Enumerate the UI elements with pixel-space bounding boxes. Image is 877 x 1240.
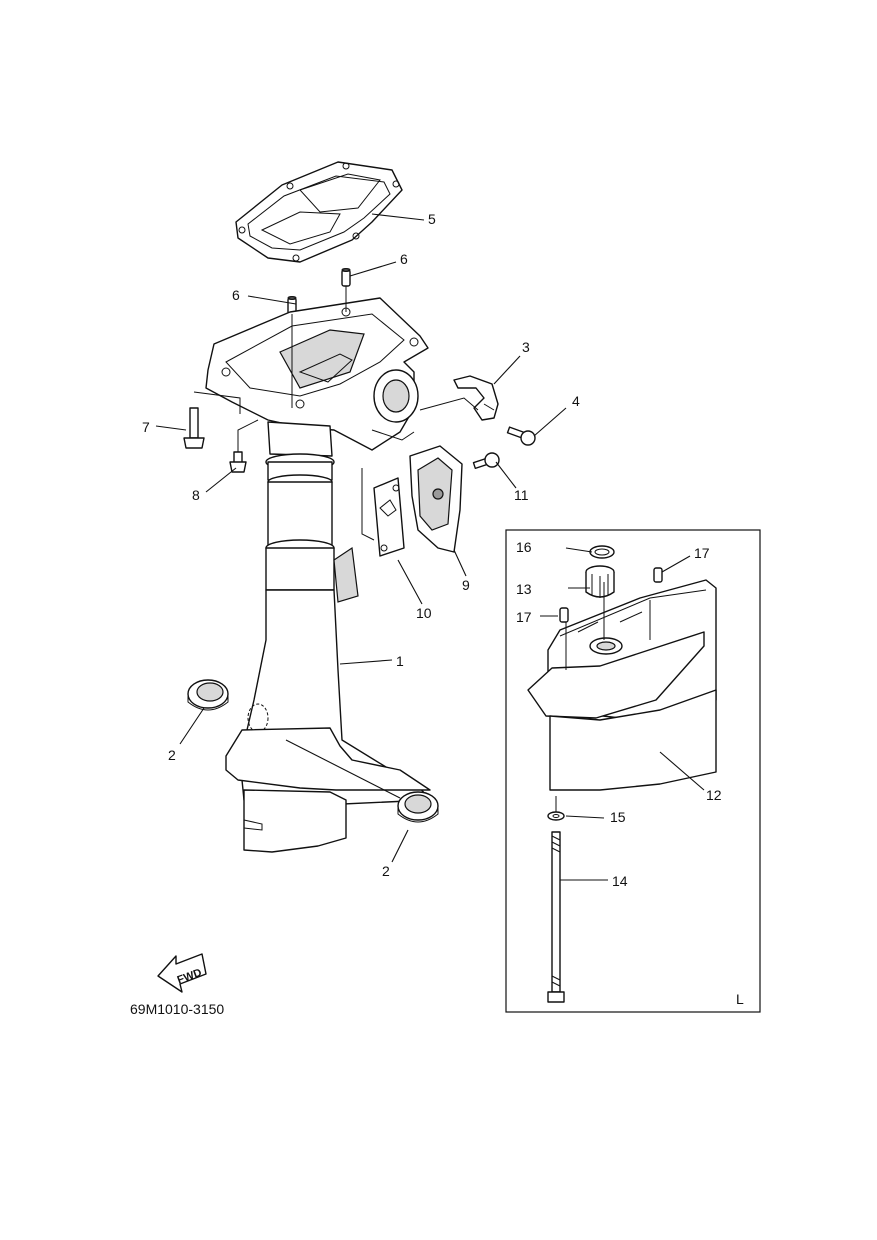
- callout-9: 9: [462, 577, 470, 593]
- callout-6-right: 6: [400, 251, 408, 267]
- callout-11: 11: [514, 487, 529, 503]
- inset-label-l: L: [736, 991, 744, 1007]
- callout-6-left: 6: [232, 287, 240, 303]
- callout-2-upper: 2: [168, 747, 176, 763]
- callout-2-lower: 2: [382, 863, 390, 879]
- leader-lines: [155, 213, 567, 863]
- callout-13: 13: [516, 581, 532, 597]
- callout-5: 5: [428, 211, 436, 227]
- callout-8: 8: [192, 487, 200, 503]
- cover-part-9: [409, 445, 463, 553]
- callout-1: 1: [396, 653, 404, 669]
- plate-part-10: [373, 477, 405, 557]
- dowel-pin-part-17-right: [653, 567, 663, 583]
- plug-part-2-upper: [187, 679, 229, 711]
- dowel-pin-part-17-left: [559, 607, 569, 623]
- grease-nipple-part-8: [229, 451, 247, 473]
- inset-box-long-shaft: 16 13 17 17 12 15 14 L: [505, 529, 761, 1013]
- dowel-pin-part-6-left: [287, 296, 297, 315]
- plug-part-2-lower: [397, 791, 439, 823]
- callout-17-right: 17: [694, 545, 710, 561]
- assembly-guide-lines: [193, 286, 479, 541]
- bush-part-13: [585, 565, 615, 598]
- fwd-arrow-icon: FWD: [157, 953, 207, 993]
- callout-3: 3: [522, 339, 530, 355]
- washer-part-15: [547, 811, 565, 821]
- circlip-part-16: [589, 545, 615, 559]
- diagram-code: 69M1010-3150: [130, 1001, 224, 1017]
- callout-12: 12: [706, 787, 722, 803]
- callout-4: 4: [572, 393, 580, 409]
- callout-10: 10: [416, 605, 432, 621]
- callout-7: 7: [142, 419, 150, 435]
- callout-14: 14: [612, 873, 628, 889]
- callout-16: 16: [516, 539, 532, 555]
- upper-casing-part-1: [205, 297, 431, 853]
- bolt-part-7: [183, 407, 205, 449]
- callout-numbers: 5 6 6 3 4 7 8 11 9 10 1 2 2: [142, 211, 580, 879]
- bolt-part-11: [472, 452, 500, 470]
- callout-17-left: 17: [516, 609, 532, 625]
- gasket-part-5: [235, 161, 403, 263]
- stud-bolt-part-14: [547, 831, 565, 1003]
- dowel-pin-part-6-right: [341, 268, 351, 287]
- bolt-part-4: [506, 426, 536, 446]
- clamp-part-3: [453, 375, 499, 421]
- callout-15: 15: [610, 809, 626, 825]
